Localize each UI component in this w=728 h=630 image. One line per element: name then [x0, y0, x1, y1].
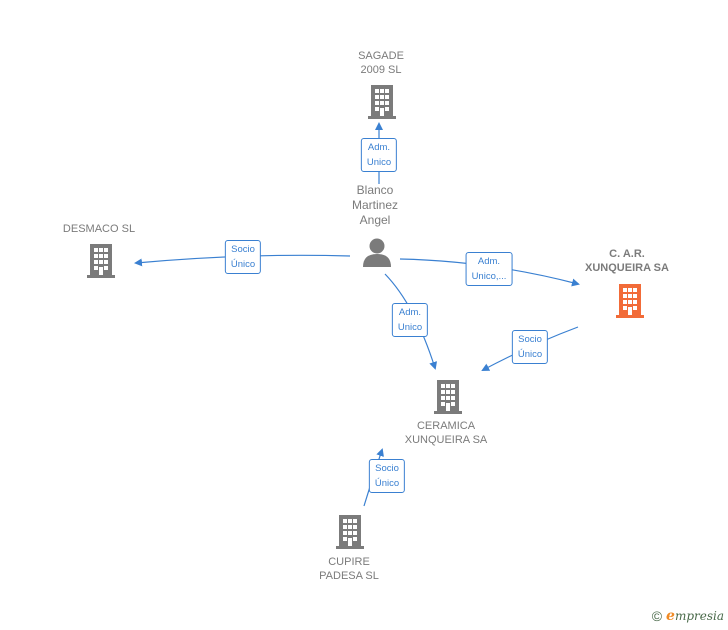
node-label-line: 2009 SL — [360, 64, 402, 76]
edge-label-line: Adm. — [398, 307, 422, 318]
edge-label-line: Adm. — [367, 142, 391, 153]
footer-brand[interactable]: © empresia — [652, 608, 724, 624]
node-label-car[interactable]: C. A.R. XUNQUEIRA SA — [585, 247, 669, 275]
node-label-line: Blanco — [356, 183, 394, 197]
node-label-sagade[interactable]: SAGADE 2009 SL — [358, 49, 404, 77]
node-label-line: C. A.R. — [609, 248, 645, 260]
edge-label-line: Socio — [231, 244, 255, 255]
node-label-line: XUNQUEIRA SA — [585, 262, 669, 274]
edge-label-adm-unico-sagade[interactable]: Adm. Unico — [360, 138, 398, 172]
building-icon[interactable] — [368, 85, 396, 119]
edge-label-line: Unico — [366, 157, 392, 168]
node-label-line: CERAMICA — [416, 420, 476, 432]
node-label-line: XUNQUEIRA SA — [404, 434, 488, 446]
building-icon[interactable] — [434, 380, 462, 414]
edge-label-line: Socio — [375, 463, 399, 474]
building-icon[interactable] — [616, 284, 644, 318]
copyright-icon: © — [651, 608, 663, 624]
node-label-line: DESMACO SL — [62, 223, 136, 235]
building-icon[interactable] — [336, 515, 364, 549]
node-label-ceramica[interactable]: CERAMICA XUNQUEIRA SA — [405, 419, 488, 447]
edge-label-adm-unico-ceramica[interactable]: Adm. Unico — [391, 303, 429, 337]
edge-label-line: Único — [230, 259, 256, 270]
edge-label-line: Unico — [397, 322, 423, 333]
node-label-line: CUPIRE — [328, 556, 370, 568]
edge-label-adm-unico-car[interactable]: Adm. Unico,... — [465, 252, 513, 286]
edge-label-line: Adm. — [477, 256, 501, 267]
edge-label-socio-unico-desmaco[interactable]: Socio Único — [224, 240, 262, 274]
node-label-desmaco[interactable]: DESMACO SL — [63, 222, 135, 236]
brand-rest: mpresia — [674, 609, 724, 623]
node-label-cupire[interactable]: CUPIRE PADESA SL — [319, 555, 379, 583]
node-label-line: SAGADE — [358, 50, 404, 62]
building-icon[interactable] — [87, 244, 115, 278]
brand-initial: e — [666, 608, 675, 624]
node-label-line: Martinez — [351, 198, 399, 212]
edge-label-line: Único — [517, 349, 543, 360]
edge-label-line: Socio — [518, 334, 542, 345]
edge-label-line: Unico,... — [471, 271, 507, 282]
edge-label-socio-unico-car-ceramica[interactable]: Socio Único — [511, 330, 549, 364]
person-icon[interactable] — [363, 238, 391, 268]
edge-label-socio-unico-cupire[interactable]: Socio Único — [368, 459, 406, 493]
brand-logo: empresia — [666, 608, 724, 624]
node-label-line: Angel — [359, 213, 391, 227]
node-label-person[interactable]: Blanco Martinez Angel — [352, 183, 398, 228]
node-label-line: PADESA SL — [319, 570, 379, 582]
edge-label-line: Único — [374, 478, 400, 489]
